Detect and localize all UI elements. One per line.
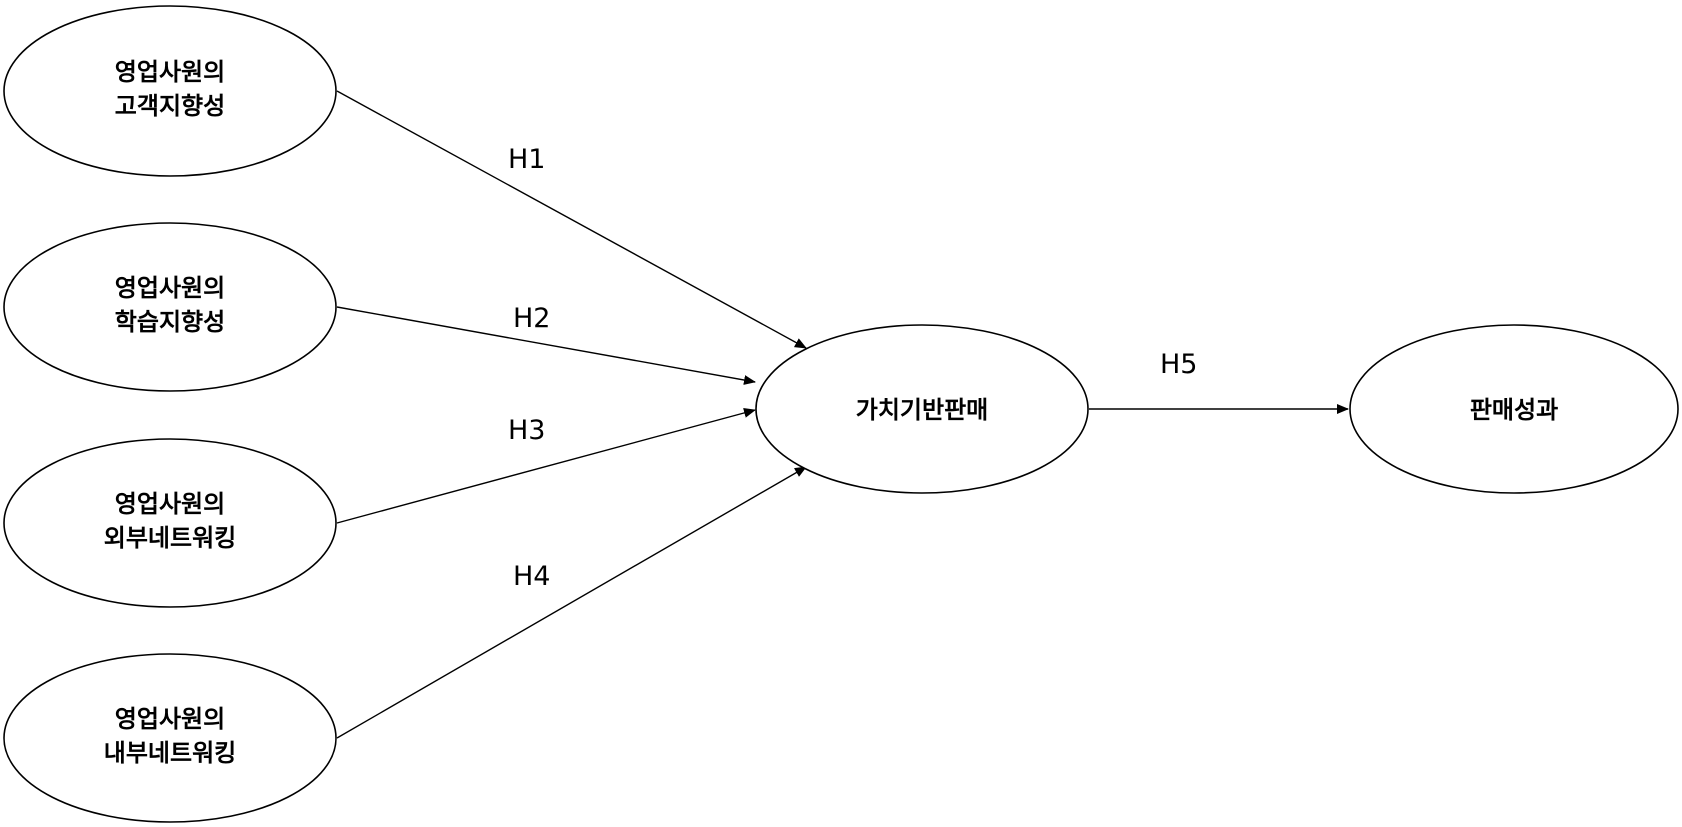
edge-label-h4: H4 [513, 561, 550, 592]
node-internal-networking: 영업사원의 내부네트워킹 [3, 653, 337, 823]
edge-labels: H1 H2 H3 H4 H5 [508, 144, 1197, 592]
node-label-line1: 영업사원의 [115, 705, 225, 733]
edge-h1 [336, 90, 807, 349]
node-customer-orientation: 영업사원의 고객지향성 [3, 5, 337, 177]
node-label-line1: 영업사원의 [115, 490, 225, 518]
node-value-based-selling: 가치기반판매 [755, 324, 1089, 494]
node-ellipse [755, 324, 1089, 494]
node-label-line2: 고객지향성 [115, 92, 225, 120]
node-learning-orientation: 영업사원의 학습지향성 [3, 222, 337, 392]
edge-label-h5: H5 [1160, 349, 1197, 380]
edge-h3 [336, 408, 756, 524]
node-label: 가치기반판매 [856, 396, 988, 424]
node-label-line2: 내부네트워킹 [104, 739, 236, 767]
node-ellipse [3, 653, 337, 823]
edge-h2 [336, 306, 756, 385]
node-label-line1: 영업사원의 [115, 274, 225, 302]
node-ellipse [3, 222, 337, 392]
edges [336, 90, 1349, 739]
node-label: 판매성과 [1470, 396, 1558, 424]
node-sales-performance: 판매성과 [1349, 324, 1679, 494]
edge-label-h3: H3 [508, 415, 545, 446]
edge-label-h1: H1 [508, 144, 545, 175]
node-ellipse [1349, 324, 1679, 494]
node-ellipse [3, 438, 337, 608]
edge-h4 [336, 466, 807, 739]
node-label-line2: 외부네트워킹 [104, 524, 236, 552]
edge-label-h2: H2 [513, 303, 550, 334]
node-label-line2: 학습지향성 [115, 308, 225, 336]
node-label-line1: 영업사원의 [115, 58, 225, 86]
node-external-networking: 영업사원의 외부네트워킹 [3, 438, 337, 608]
node-ellipse [3, 5, 337, 177]
